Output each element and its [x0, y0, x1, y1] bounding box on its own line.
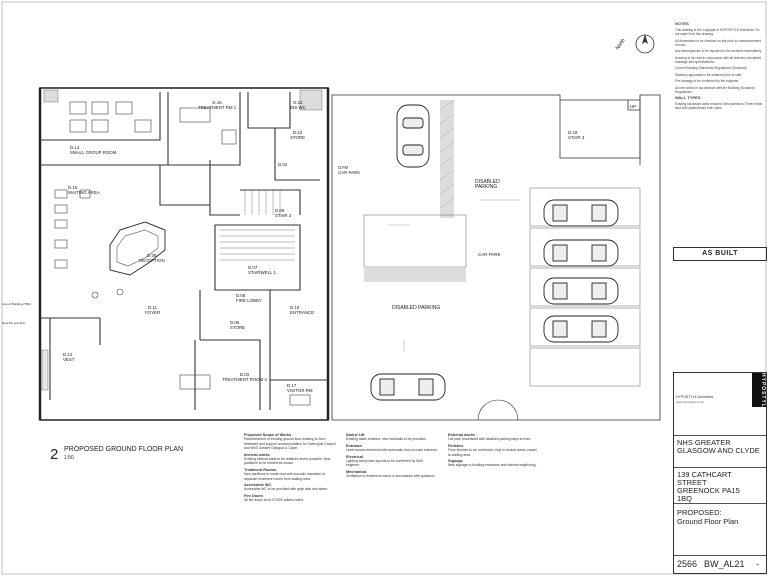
drawing-title: PROPOSED GROUND FLOOR PLAN [64, 446, 184, 453]
room-gym-car-park: GYM CAR PARK [338, 165, 361, 175]
title-block: HYPOSTYLE HYPOSTYLE Architects www.hypos… [673, 372, 767, 574]
spec-text: Existing internal walls to be retained w… [244, 457, 331, 466]
sheet-title: Ground Floor Plan [677, 517, 739, 526]
label-disabled-parking-mid: DISABLED PARKING [392, 305, 441, 311]
side-note: Line of Building (TBC) [2, 302, 32, 306]
room-small-group: D.14 SMALL GROUP ROOM [70, 145, 117, 155]
spec-heading: Accessible WC [244, 483, 272, 488]
wall-types-heading: WALL TYPES [675, 95, 701, 100]
stair-treads [220, 190, 295, 261]
side-note-2: New fire exit door [2, 321, 26, 325]
spec-text: All fire doors to be FD30S unless noted. [244, 498, 304, 503]
spec-text: Car park resurfaced with disabled parkin… [448, 437, 532, 442]
room-treatment-2: D.03 TREATMENT ROOM 2 [222, 372, 267, 382]
spec-text: Ventilation to treatment rooms in accord… [346, 474, 436, 479]
note-paragraph: Current Building Standards Regulations (… [675, 66, 748, 70]
building-walls [38, 87, 330, 421]
spec-text: Accessible WC to be provided with grab r… [244, 487, 329, 492]
spec-heading: Stairs/ Lift [346, 433, 365, 437]
spec-heading: Proposed Scope of Works [244, 433, 292, 437]
firm-web: www.hypostyle.co.uk [676, 400, 704, 404]
room-store-d06: D.06 STORE [230, 320, 246, 330]
room-d02: D.02 [278, 162, 288, 167]
project-address: 139 CATHCART STREET GREENOCK PA15 1BQ [677, 470, 740, 503]
room-vest: D.12 VEST [63, 352, 75, 362]
notes-panel: NOTES This drawing is the copyright of H… [675, 20, 763, 113]
note-paragraph: All dimensions to be checked on site pri… [675, 38, 761, 47]
room-waiting: D.15 WAITING AREA [68, 185, 100, 195]
reception-desk [109, 221, 166, 276]
note-paragraph: Any discrepancies to be reported to the … [675, 49, 762, 53]
spec-heading: External works [448, 433, 476, 437]
car-icons [370, 104, 619, 401]
room-reception: D.09 RECEPTION [139, 253, 165, 263]
hatch-areas [41, 89, 323, 391]
firm-logo: HYPOSTYLE [752, 373, 766, 412]
note-paragraph: All new works in accordance with the Bui… [675, 85, 755, 94]
spec-heading: Electrical [346, 454, 363, 459]
spec-heading: Finishes [448, 443, 464, 448]
room-visitor: D.17 VISITOR RM [287, 383, 313, 393]
spec-text: Refurbishment of existing ground floor b… [244, 437, 336, 451]
drawing-ref: BW_AL21 [704, 559, 745, 569]
wall-type-text: Existing blockwork walls retained. New p… [675, 102, 762, 110]
firm-name: HYPOSTYLE Architects [676, 395, 714, 399]
room-treatment-1: D.16 TREATMENT RM 1 [198, 100, 237, 110]
room-entrance: D.10 ENTRANCE [290, 305, 315, 315]
drawing-scale: 1:50 [64, 455, 74, 461]
room-foyer: D.11 FOYER [145, 305, 161, 315]
notes-heading: NOTES [675, 21, 689, 26]
internal-walls [40, 92, 328, 410]
spec-text: New signage to building entrances and in… [448, 463, 537, 468]
room-dis-wc: D.21 DIS WC [290, 100, 306, 110]
note-paragraph: This drawing is the copyright of HYPOSTY… [675, 28, 760, 36]
gate-swing [477, 399, 519, 421]
spec-heading: Internal works [244, 452, 270, 457]
note-paragraph: Drawing to be read in conjunction with a… [675, 55, 761, 64]
spec-heading: Entrance [346, 443, 363, 448]
label-up: UP [630, 104, 637, 109]
spec-text: Floor finishes to be confirmed; vinyl in… [448, 448, 537, 457]
spec-heading: Fire Doors [244, 493, 263, 498]
furniture [54, 101, 311, 406]
note-paragraph: Statutory approvals to be obtained prior… [675, 72, 743, 77]
spec-heading: Mechanical [346, 469, 367, 474]
label-disabled-parking-top: DISABLED PARKING [475, 179, 500, 190]
revision: - [756, 559, 759, 569]
drawing-number: 2 [50, 446, 59, 463]
as-built-stamp: AS BUILT [673, 247, 767, 261]
note-paragraph: Fire strategy to be confirmed by fire en… [675, 79, 740, 83]
spec-heading: Treatment Rooms [244, 467, 277, 472]
label-car-park: CAR PARK [478, 252, 501, 257]
room-stair2: D.05 STAIR 2 [275, 208, 292, 218]
parking-bays [363, 187, 641, 387]
hatched-bays [364, 100, 466, 282]
room-store: D.22 STORE [290, 130, 306, 140]
room-fire-lobby: D.08 FIRE LOBBY [236, 293, 262, 303]
client-name: NHS GREATER GLASGOW AND CLYDE [677, 438, 760, 455]
spec-text: Lighting and power layouts to be confirm… [346, 459, 424, 468]
job-number: 2566 [677, 559, 698, 569]
room-stair3: D.18 STAIR 3 [568, 130, 585, 140]
spec-text: Existing stairs retained; new handrails … [346, 437, 427, 442]
spec-heading: Signage [448, 459, 463, 464]
room-stair1: D.07 STAIRWELL 1 [248, 265, 276, 275]
spec-text: Level access threshold with automatic do… [346, 448, 438, 453]
car-park-boundary [331, 94, 661, 421]
spec-text: New partitions in metal stud with acoust… [244, 472, 326, 481]
stage: PROPOSED: [677, 508, 722, 517]
